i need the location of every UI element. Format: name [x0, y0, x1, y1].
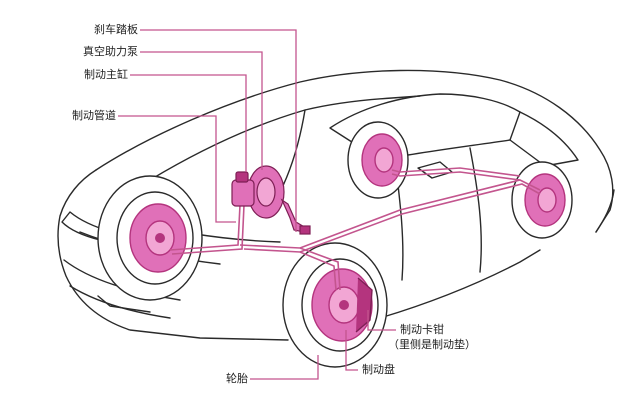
label-brake-disc: 制动盘: [362, 363, 395, 376]
front-left-wheel: [98, 176, 202, 300]
label-tire: 轮胎: [200, 372, 248, 385]
rear-right-wheel: [512, 162, 572, 238]
label-caliper-note: （里侧是制动垫）: [388, 338, 476, 351]
master-cylinder-shape: [232, 180, 254, 206]
label-caliper: 制动卡钳: [400, 323, 444, 336]
rear-left-wheel: [348, 122, 408, 198]
wheels: [98, 122, 572, 367]
label-brake-line: 制动管道: [38, 109, 116, 122]
label-vacuum-booster: 真空助力泵: [60, 45, 138, 58]
leader-master-cylinder: [130, 75, 246, 172]
label-brake-pedal: 刹车踏板: [60, 23, 138, 36]
bottom-margin: [0, 407, 630, 413]
label-master-cylinder: 制动主缸: [50, 68, 128, 81]
